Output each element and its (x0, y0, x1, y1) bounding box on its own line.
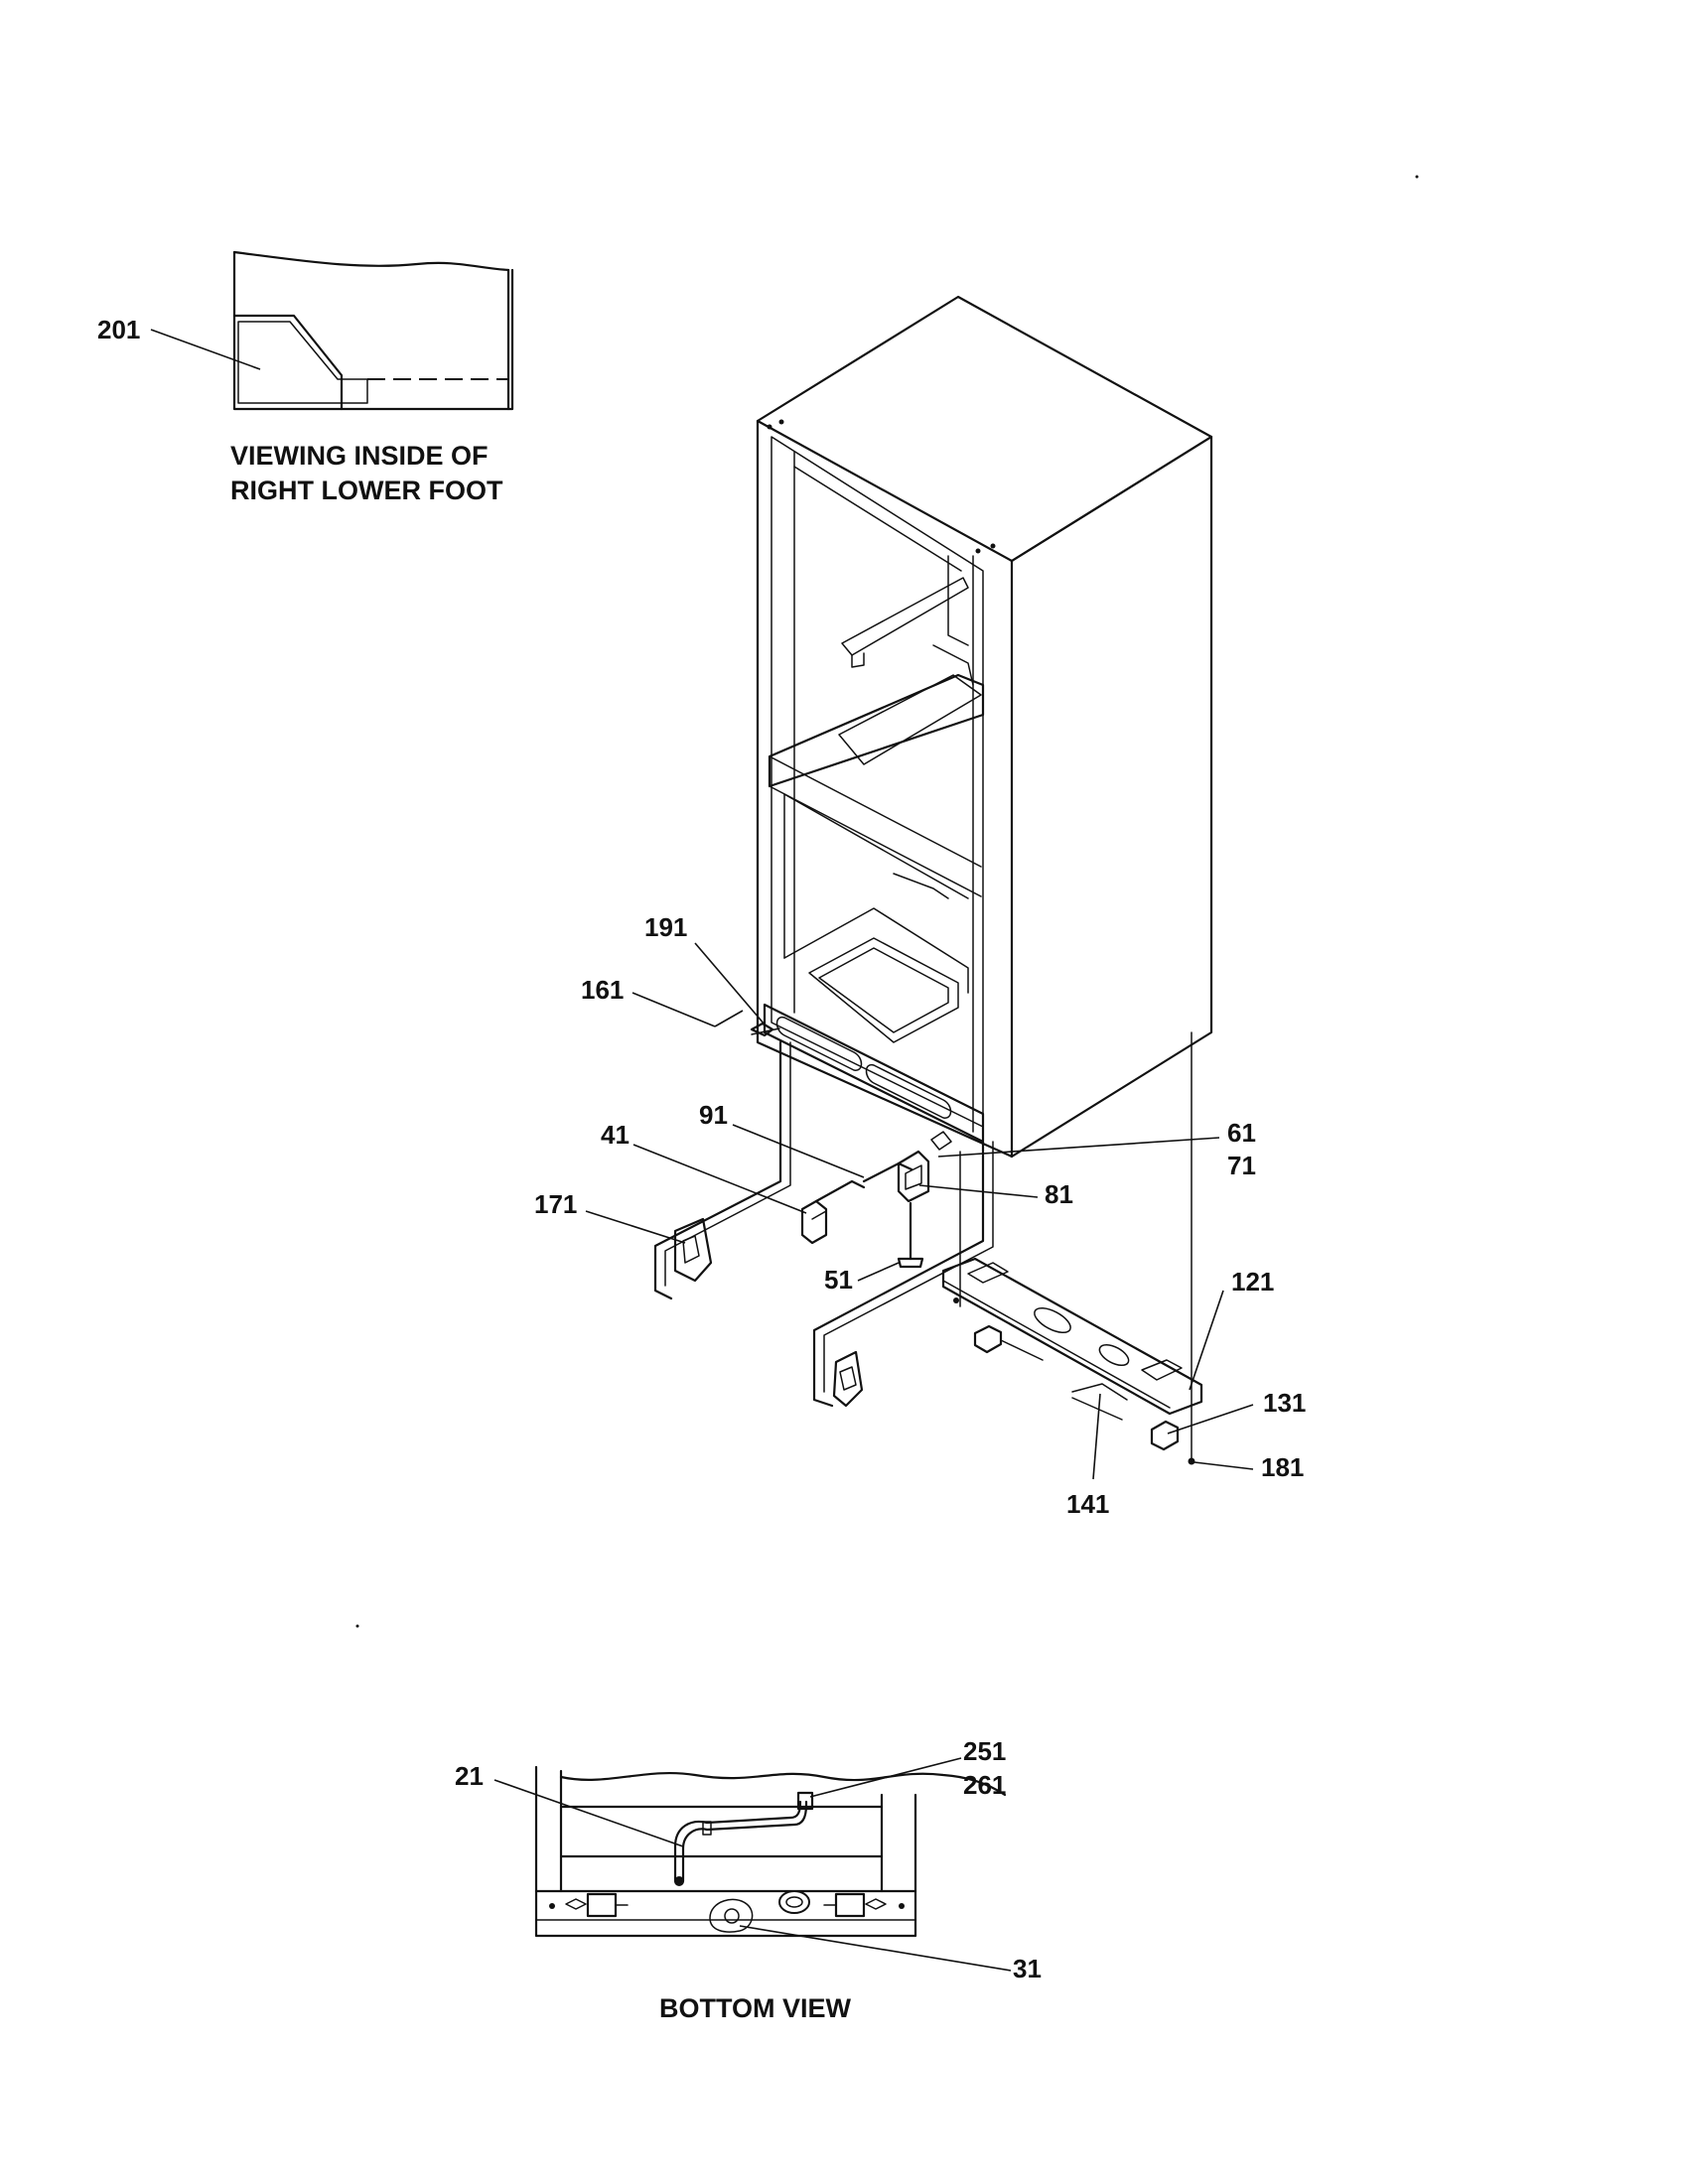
callout-41: 41 (601, 1120, 630, 1150)
scan-speck (355, 1624, 359, 1628)
bottom-view (534, 1765, 1007, 1938)
callout-171: 171 (534, 1189, 577, 1219)
callout-191: 191 (644, 912, 687, 942)
lower-hardware (653, 1022, 994, 1408)
callout-121: 121 (1231, 1267, 1274, 1297)
callout-51: 51 (824, 1265, 853, 1295)
callout-181: 181 (1261, 1452, 1304, 1482)
scan-speck (1415, 175, 1419, 179)
callout-261: 261 (963, 1770, 1006, 1800)
callout-71: 71 (1227, 1151, 1256, 1180)
callout-141: 141 (1066, 1489, 1109, 1519)
callout-61: 61 (1227, 1118, 1256, 1148)
leader-lines (585, 942, 1254, 1480)
callout-161: 161 (581, 975, 624, 1005)
bottom-view-caption: BOTTOM VIEW (659, 1993, 852, 2023)
callout-131: 131 (1263, 1388, 1306, 1418)
callout-91: 91 (699, 1100, 728, 1130)
callout-251: 251 (963, 1736, 1006, 1766)
callout-31: 31 (1013, 1954, 1042, 1983)
callout-81: 81 (1045, 1179, 1073, 1209)
base-grille (941, 1031, 1203, 1465)
callout-201: 201 (97, 315, 140, 344)
refrigerator-cabinet (756, 295, 1213, 1159)
callout-21: 21 (455, 1761, 484, 1791)
bottom-view-leaders (493, 1757, 1012, 1972)
inset-caption-line-2: RIGHT LOWER FOOT (230, 476, 503, 505)
inset-caption-line-1: VIEWING INSIDE OF (230, 441, 489, 471)
inset-right-lower-foot (150, 250, 514, 411)
